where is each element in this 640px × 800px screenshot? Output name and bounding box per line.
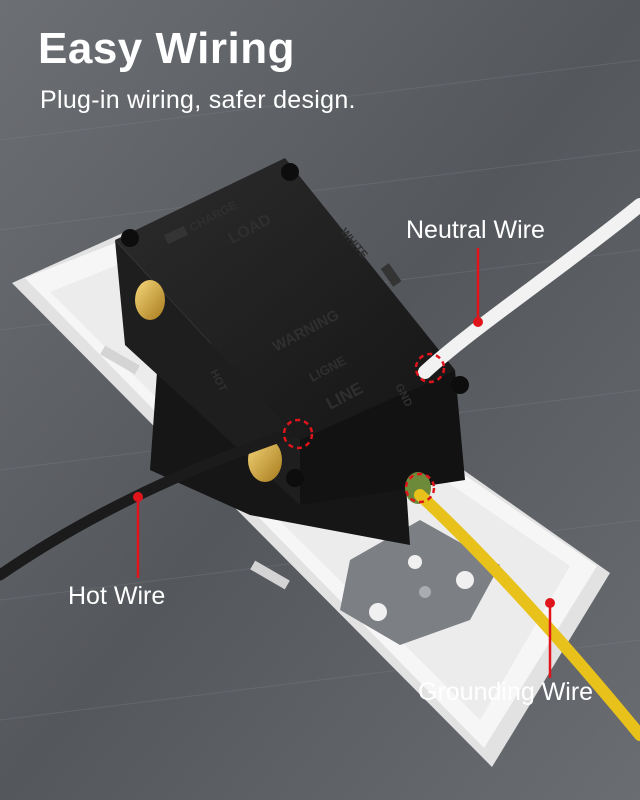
neutral-wire [418,198,640,379]
mounting-strap [340,520,500,645]
neutral-wire-label: Neutral Wire [406,216,545,244]
ground-wire [414,489,640,741]
grounding-wire-label: Grounding Wire [418,678,594,706]
callout-leaders [136,248,552,678]
receptacle-box: LOAD CHARGE WARNING LINE LIGNE HOT WHITE… [115,158,469,545]
hot-wire-label: Hot Wire [68,582,166,610]
connection-highlights [282,352,446,504]
page-title: Easy Wiring [38,24,295,73]
page-subtitle: Plug-in wiring, safer design. [40,86,356,114]
callout-dots [133,317,555,608]
